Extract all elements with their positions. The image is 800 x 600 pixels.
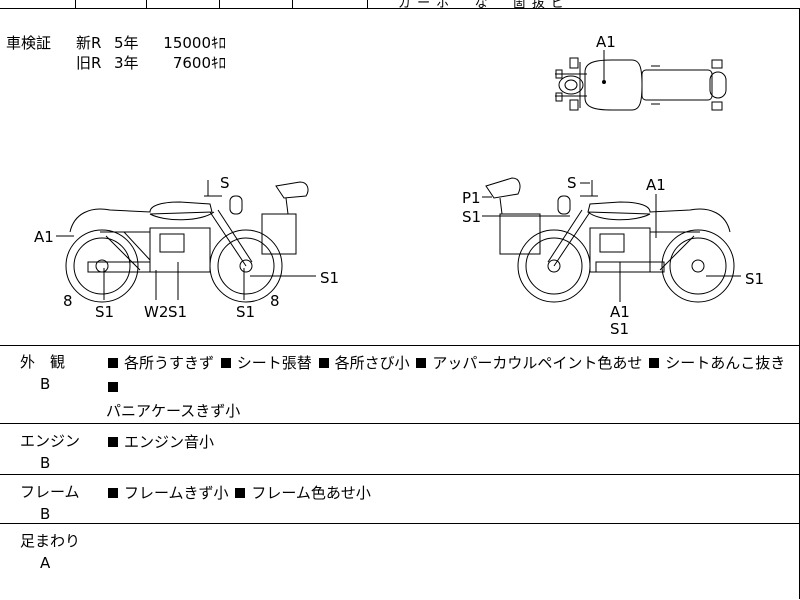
label-left-s1-right: S1: [320, 269, 339, 287]
note-item: フレームきず小: [106, 484, 229, 502]
section-frame: フレーム B フレームきず小 フレーム色あせ小: [0, 475, 800, 524]
section-title: 足まわり: [20, 532, 81, 550]
bullet-square-icon: [108, 382, 118, 392]
label-left-s1-bottom: S1: [168, 303, 187, 321]
label-right-s-handle: S: [567, 174, 577, 192]
top-strip-divider: [367, 0, 368, 8]
section-suspension: 足まわり A: [0, 524, 800, 600]
section-title: フレーム: [20, 483, 80, 501]
section-title: エンジン: [20, 432, 81, 450]
bullet-square-icon: [108, 437, 118, 447]
registration-block: 車検証 新R 5年 15000ｷﾛ 旧R 3年 7600ｷﾛ: [6, 33, 226, 73]
label-right-s1-wheel: S1: [745, 270, 764, 288]
label-top-a1: A1: [596, 33, 616, 51]
note-item: 各所うすきず: [106, 354, 214, 372]
section-notes: 各所うすきず シート張替 各所さび小 アッパーカウルペイント色あせ シートあんこ…: [106, 351, 786, 423]
section-notes: エンジン音小: [106, 430, 786, 454]
registration-mileage: 15000ｷﾛ: [163, 34, 226, 52]
note-item: フレーム色あせ小: [233, 484, 371, 502]
registration-years: 5年: [114, 34, 139, 52]
motorcycle-diagrams: A1 S A1: [34, 33, 764, 338]
registration-years: 3年: [114, 54, 139, 72]
note-item: 各所さび小: [317, 354, 410, 372]
top-strip-divider: [219, 0, 220, 8]
label-left-w2: W2: [144, 303, 168, 321]
label-left-8-left: 8: [63, 292, 73, 310]
label-left-a1: A1: [34, 228, 54, 246]
registration-label: 車検証: [6, 34, 52, 52]
registration-kind: 旧R: [76, 54, 102, 72]
left-side-motorcycle-icon: [65, 180, 309, 303]
top-strip-divider: [146, 0, 147, 8]
bullet-square-icon: [108, 358, 118, 368]
bullet-square-icon: [649, 358, 660, 368]
section-grade: B: [40, 375, 51, 393]
label-right-s1-case: S1: [462, 208, 481, 226]
label-left-s1-bottom: S1: [95, 303, 114, 321]
note-item: パニアケースきず小: [106, 402, 241, 420]
registration-mileage: 7600ｷﾛ: [172, 54, 226, 72]
top-strip: ガ ー ボ ⌒ な ⌒ 箇 抜 ピ: [0, 0, 800, 11]
label-right-a1-tank: A1: [646, 176, 666, 194]
bullet-square-icon: [416, 358, 427, 368]
top-strip-divider: [75, 0, 76, 8]
label-left-s-handle: S: [220, 174, 230, 192]
section-title: 外 観: [20, 353, 66, 371]
right-side-motorcycle-icon: [485, 177, 735, 303]
label-right-p1: P1: [462, 189, 481, 207]
top-view-motorcycle-icon: [555, 57, 727, 111]
bullet-square-icon: [220, 358, 231, 368]
section-engine: エンジン B エンジン音小: [0, 424, 800, 475]
section-grade: B: [40, 505, 51, 523]
note-item: シートあんこ抜き: [647, 354, 785, 372]
section-grade: B: [40, 454, 51, 472]
bullet-square-icon: [318, 358, 329, 368]
damage-diagram-panel: [0, 8, 800, 346]
section-exterior: 外 観 B 各所うすきず シート張替 各所さび小 アッパーカウルペイント色あせ …: [0, 345, 800, 424]
note-item: アッパーカウルペイント色あせ: [414, 354, 642, 372]
section-notes: フレームきず小 フレーム色あせ小: [106, 481, 786, 505]
label-right-s1-bottom: S1: [610, 320, 629, 338]
label-left-s1-bottom: S1: [236, 303, 255, 321]
bullet-square-icon: [235, 488, 246, 498]
top-strip-divider: [292, 0, 293, 8]
label-left-8-right: 8: [270, 292, 280, 310]
note-item: エンジン音小: [106, 433, 214, 451]
bullet-square-icon: [108, 488, 118, 498]
top-strip-partial-text: ガ ー ボ ⌒ な ⌒ 箇 抜 ピ: [398, 0, 566, 11]
label-right-a1-bottom: A1: [610, 303, 630, 321]
section-grade: A: [40, 554, 51, 572]
note-item: シート張替: [219, 354, 312, 372]
registration-kind: 新R: [76, 34, 102, 52]
